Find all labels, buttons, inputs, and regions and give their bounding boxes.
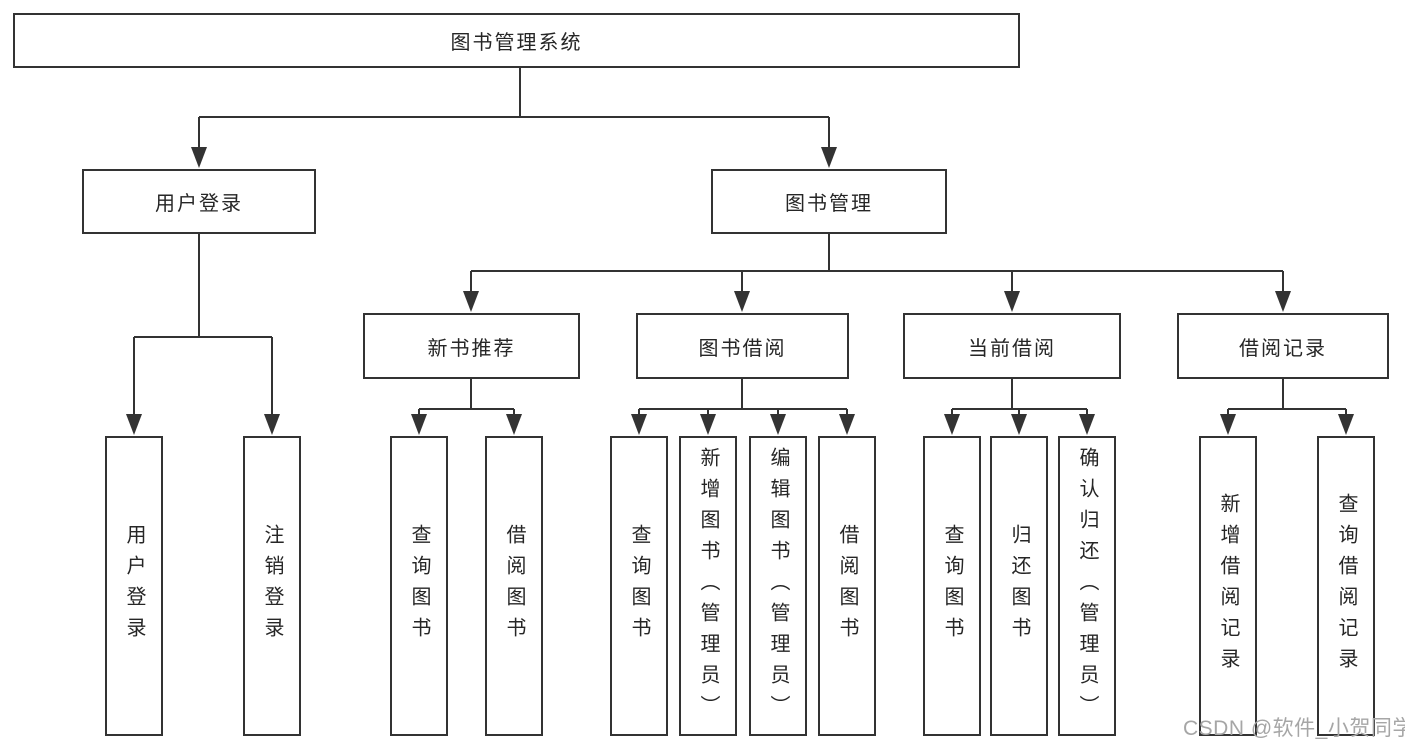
node-book-borrow-label: 图书借阅 bbox=[698, 337, 787, 360]
node-current-borrow-label: 当前借阅 bbox=[968, 337, 1056, 360]
leaf-borrow-books-label: 借阅图书 bbox=[836, 524, 858, 648]
node-book-management: 图书管理 bbox=[711, 169, 947, 234]
leaf-confirm-return-admin: 确认归还（管理员） bbox=[1058, 436, 1116, 736]
leaf-logout: 注销登录 bbox=[243, 436, 301, 736]
leaf-borrow-books: 借阅图书 bbox=[818, 436, 876, 736]
leaf-current-query-books-label: 查询图书 bbox=[941, 524, 963, 648]
leaf-add-borrow-record-label: 新增借阅记录 bbox=[1217, 493, 1239, 679]
leaf-return-book: 归还图书 bbox=[990, 436, 1048, 736]
node-new-book-recommend: 新书推荐 bbox=[363, 313, 580, 379]
leaf-edit-book-admin-label: 编辑图书（管理员） bbox=[767, 446, 789, 726]
leaf-borrow-query-books: 查询图书 bbox=[610, 436, 668, 736]
node-borrow-records-label: 借阅记录 bbox=[1239, 337, 1327, 360]
watermark: CSDN @软件_小贺同学 bbox=[1183, 717, 1405, 740]
leaf-add-book-admin: 新增图书（管理员） bbox=[679, 436, 737, 736]
leaf-confirm-return-admin-label: 确认归还（管理员） bbox=[1076, 446, 1098, 726]
leaf-recommend-borrow-books: 借阅图书 bbox=[485, 436, 543, 736]
leaf-user-login: 用户登录 bbox=[105, 436, 163, 736]
leaf-return-book-label: 归还图书 bbox=[1008, 524, 1030, 648]
leaf-recommend-query-books-label: 查询图书 bbox=[408, 524, 430, 648]
node-user-login-label: 用户登录 bbox=[155, 193, 243, 215]
leaf-user-login-label: 用户登录 bbox=[123, 524, 145, 648]
node-book-management-label: 图书管理 bbox=[785, 193, 873, 215]
leaf-logout-label: 注销登录 bbox=[261, 524, 283, 648]
node-root-label: 图书管理系统 bbox=[450, 32, 583, 54]
node-user-login: 用户登录 bbox=[82, 169, 316, 234]
leaf-add-borrow-record: 新增借阅记录 bbox=[1199, 436, 1257, 736]
leaf-edit-book-admin: 编辑图书（管理员） bbox=[749, 436, 807, 736]
leaf-borrow-query-books-label: 查询图书 bbox=[628, 524, 650, 648]
node-new-book-recommend-label: 新书推荐 bbox=[427, 337, 516, 360]
node-borrow-records: 借阅记录 bbox=[1177, 313, 1389, 379]
leaf-current-query-books: 查询图书 bbox=[923, 436, 981, 736]
leaf-recommend-borrow-books-label: 借阅图书 bbox=[503, 524, 525, 648]
leaf-recommend-query-books: 查询图书 bbox=[390, 436, 448, 736]
node-current-borrow: 当前借阅 bbox=[903, 313, 1121, 379]
leaf-query-borrow-record-label: 查询借阅记录 bbox=[1335, 493, 1357, 679]
node-root: 图书管理系统 bbox=[13, 13, 1020, 68]
arrowheads bbox=[126, 147, 1354, 435]
leaf-add-book-admin-label: 新增图书（管理员） bbox=[697, 446, 719, 726]
leaf-query-borrow-record: 查询借阅记录 bbox=[1317, 436, 1375, 736]
node-book-borrow: 图书借阅 bbox=[636, 313, 849, 379]
